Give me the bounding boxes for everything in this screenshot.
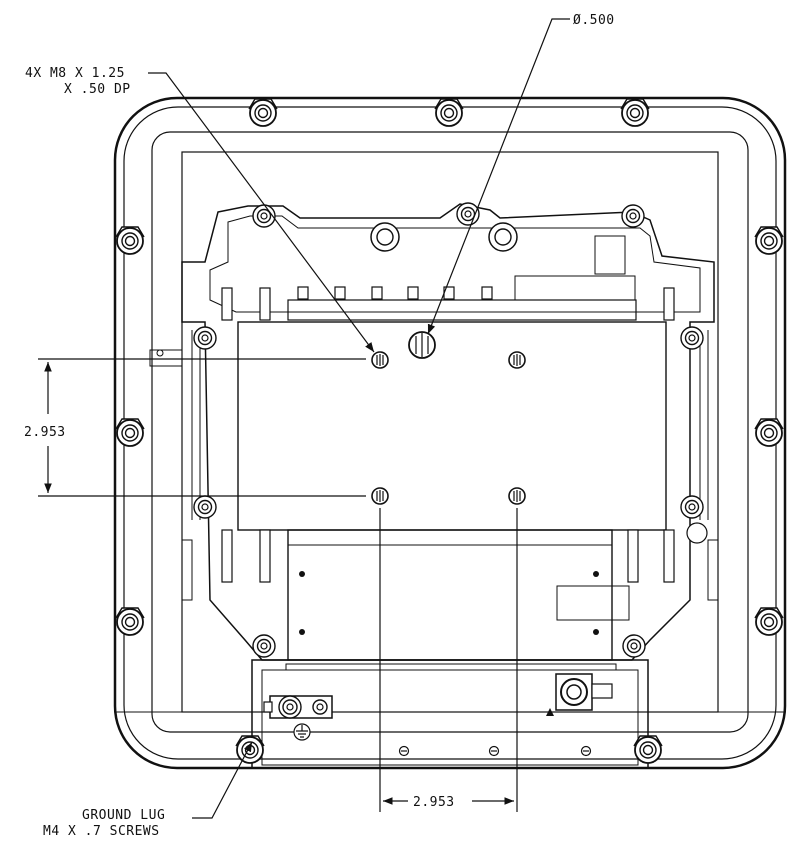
horizontal-dimension-value: 2.953 — [413, 795, 455, 810]
ground-symbol-icon — [293, 723, 311, 741]
panel-screws — [398, 745, 592, 757]
mounting-holes — [371, 331, 526, 505]
center-hole — [408, 331, 436, 359]
ground-lug-callout-line1: GROUND LUG — [82, 808, 165, 823]
threaded-holes-callout-line1: 4X M8 X 1.25 — [25, 66, 125, 81]
plate-dots — [299, 571, 599, 635]
inner-mounting-plate — [149, 203, 718, 661]
vertical-dimension — [38, 358, 366, 497]
perimeter-bolts — [115, 98, 784, 764]
plate-slots — [221, 286, 675, 583]
plate-bolts — [193, 202, 708, 658]
power-connector — [546, 673, 613, 716]
cable-grommets — [370, 222, 518, 252]
vertical-dimension-value: 2.953 — [24, 425, 66, 440]
diameter-callout: Ø.500 — [573, 13, 615, 28]
threaded-holes-callout-line2: X .50 DP — [64, 82, 131, 97]
leader-lines — [148, 18, 570, 819]
ground-lug-callout-line2: M4 X .7 SCREWS — [43, 824, 160, 839]
outer-housing — [113, 96, 787, 770]
horizontal-dimension — [379, 508, 518, 812]
connector-panel — [251, 659, 649, 769]
ground-lug — [263, 695, 333, 741]
